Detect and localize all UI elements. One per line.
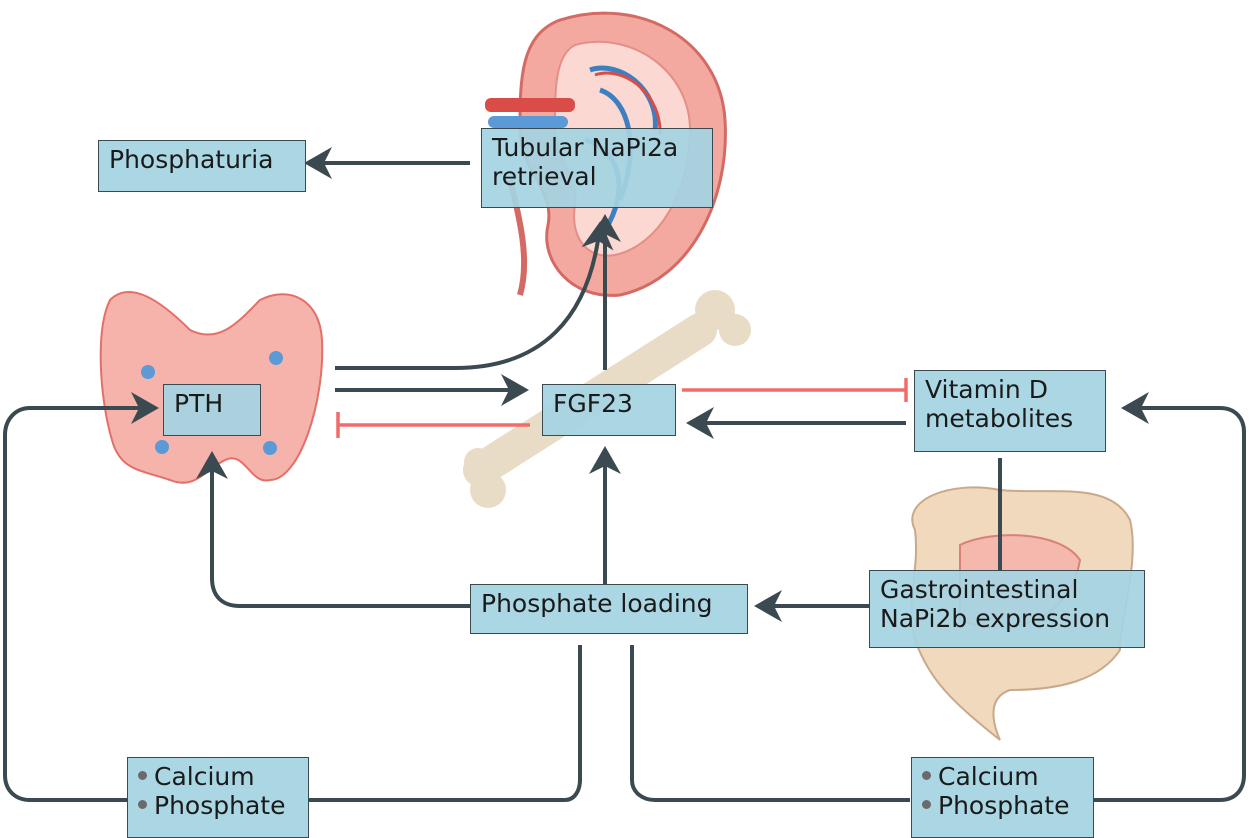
right-calcium-phosphate-box: Calcium Phosphate	[911, 757, 1094, 838]
pth-box: PTH	[163, 384, 261, 436]
left-phosphate-item: Phosphate	[138, 791, 298, 820]
phosphaturia-box: Phosphaturia	[98, 140, 306, 192]
left-calcium-phosphate-box: Calcium Phosphate	[127, 757, 309, 838]
gi-label-line2: NaPi2b expression	[880, 604, 1111, 633]
tubular-napi2a-box: Tubular NaPi2a retrieval	[481, 128, 713, 208]
gastrointestinal-napi2b-box: Gastrointestinal NaPi2b expression	[869, 570, 1145, 648]
phosphaturia-label: Phosphaturia	[109, 145, 274, 174]
phosphate-loading-box: Phosphate loading	[470, 584, 748, 634]
vitamin-d-label-line1: Vitamin D	[925, 375, 1048, 404]
vitamin-d-label-line2: metabolites	[925, 404, 1074, 433]
gi-label-line1: Gastrointestinal	[880, 575, 1079, 604]
pth-label: PTH	[174, 389, 224, 418]
tubular-label-line2: retrieval	[492, 162, 597, 191]
phosphate-loading-label: Phosphate loading	[481, 589, 713, 618]
fgf23-box: FGF23	[542, 384, 676, 436]
fgf23-label: FGF23	[553, 389, 633, 418]
vitamin-d-box: Vitamin D metabolites	[914, 370, 1106, 452]
right-calcium-item: Calcium	[922, 762, 1083, 791]
right-phosphate-item: Phosphate	[922, 791, 1083, 820]
tubular-label-line1: Tubular NaPi2a	[492, 133, 679, 162]
left-calcium-item: Calcium	[138, 762, 298, 791]
